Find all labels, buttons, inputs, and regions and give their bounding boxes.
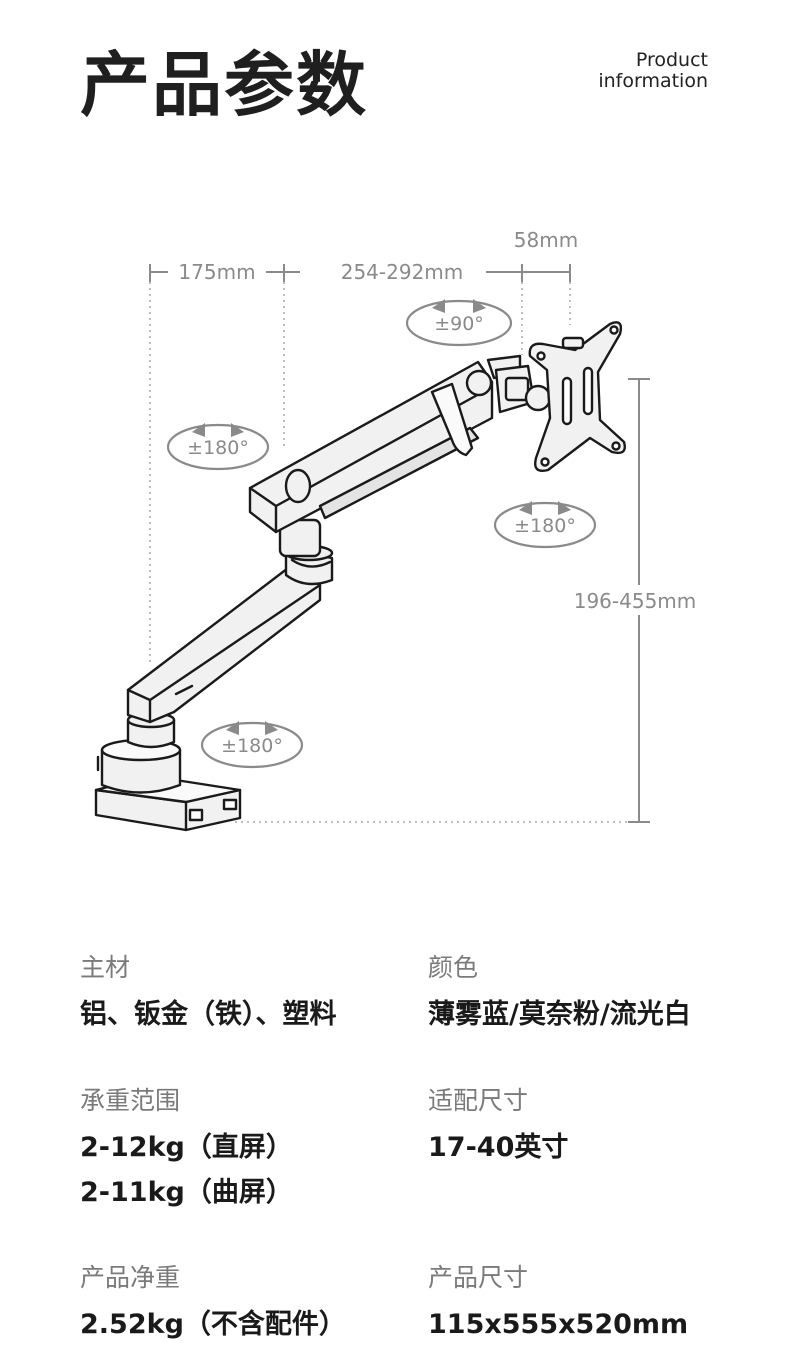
spec-label: 主材	[80, 953, 131, 982]
spec-value-line-2: 2-11kg（曲屏）	[80, 1177, 293, 1208]
spec-value: 115x555x520mm	[428, 1309, 689, 1340]
spec-color: 颜色 薄雾蓝/莫奈粉/流光白	[428, 948, 691, 1037]
height-dimension	[628, 378, 650, 823]
spec-label: 颜色	[428, 953, 479, 982]
dim-58: 58mm	[514, 228, 578, 252]
page-title: 产品参数	[80, 44, 368, 126]
reference-lines	[149, 282, 630, 823]
rotation-upper-arm-icon	[166, 423, 270, 471]
spec-value: 2.52kg（不含配件）	[80, 1309, 346, 1340]
monitor-arm-drawing	[94, 321, 626, 832]
spec-label: 承重范围	[80, 1086, 181, 1115]
subtitle-line-1: Product	[635, 49, 708, 71]
spec-material: 主材 铝、钣金（铁）、塑料	[80, 948, 337, 1037]
dim-254-292: 254-292mm	[341, 260, 464, 284]
rotation-base-icon	[200, 721, 304, 769]
page-subtitle: Product information	[598, 50, 708, 92]
spec-label: 产品尺寸	[428, 1263, 529, 1292]
spec-value-line-1: 2-12kg（直屏）	[80, 1132, 293, 1163]
spec-value: 17-40英寸	[428, 1132, 569, 1163]
spec-value: 铝、钣金（铁）、塑料	[80, 999, 337, 1030]
dim-175: 175mm	[178, 260, 255, 284]
spec-dimensions: 产品尺寸 115x555x520mm	[428, 1258, 688, 1347]
spec-load: 承重范围 2-12kg（直屏） 2-11kg（曲屏）	[80, 1081, 293, 1215]
spec-label: 适配尺寸	[428, 1086, 529, 1115]
rotation-head-label: ±180°	[514, 515, 576, 537]
rotation-vesa-label: ±90°	[434, 313, 484, 335]
rotation-upper-arm-label: ±180°	[187, 437, 249, 459]
rotation-base-label: ±180°	[221, 735, 283, 757]
spec-weight: 产品净重 2.52kg（不含配件）	[80, 1258, 346, 1347]
spec-label: 产品净重	[80, 1263, 181, 1292]
top-dimension	[149, 264, 571, 282]
spec-value: 薄雾蓝/莫奈粉/流光白	[428, 999, 691, 1030]
rotation-vesa-icon	[405, 299, 513, 347]
spec-value: 2-12kg（直屏） 2-11kg（曲屏）	[80, 1125, 293, 1215]
spec-size: 适配尺寸 17-40英寸	[428, 1081, 568, 1170]
subtitle-line-2: information	[598, 70, 708, 92]
monitor-arm-diagram: 175mm 254-292mm 58mm 196-455mm ±90° ±180…	[94, 228, 697, 832]
dim-height: 196-455mm	[574, 589, 697, 613]
rotation-head-icon	[493, 501, 597, 549]
